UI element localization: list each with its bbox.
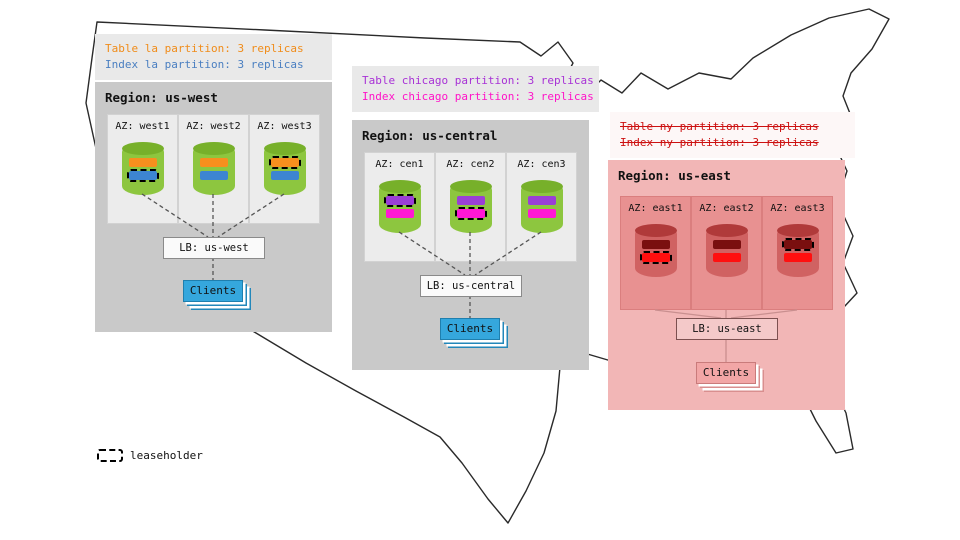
az-label: AZ: cen3 [517, 159, 566, 170]
clients-box-us-east: Clients [696, 362, 756, 384]
clients-box-us-west: Clients [183, 280, 243, 302]
annotation-us-west: Table la partition: 3 replicas Index la … [95, 34, 332, 80]
az-west1: AZ: west1 [107, 114, 178, 224]
index-replica-bar [385, 209, 414, 218]
database-cylinder-icon [705, 224, 748, 277]
annotation-table-chicago: Table chicago partition: 3 replicas [362, 74, 594, 87]
database-cylinder-icon [378, 180, 421, 233]
table-replica-bar [527, 196, 556, 205]
index-replica-bar [126, 169, 159, 182]
database-cylinder-icon [263, 142, 306, 195]
database-cylinder-icon [449, 180, 492, 233]
az-label: AZ: cen1 [375, 159, 424, 170]
az-west2: AZ: west2 [178, 114, 249, 224]
table-replica-bar [128, 158, 157, 167]
table-replica-bar [456, 196, 485, 205]
leaseholder-swatch-icon [97, 449, 123, 462]
table-replica-bar [712, 240, 741, 249]
az-row-us-central: AZ: cen1 AZ: cen2 AZ: cen3 [364, 152, 577, 262]
region-us-east: Region: us-east AZ: east1 AZ: east2 AZ: … [608, 160, 845, 410]
region-title-us-central: Region: us-central [362, 128, 498, 143]
region-title-us-west: Region: us-west [105, 90, 218, 105]
az-label: AZ: cen2 [446, 159, 495, 170]
index-replica-bar [454, 207, 487, 220]
az-label: AZ: east2 [699, 203, 754, 214]
table-replica-bar [781, 238, 814, 251]
region-us-west: Region: us-west AZ: west1 AZ: west2 AZ: … [95, 82, 332, 332]
annotation-table-ny: Table ny partition: 3 replicas [620, 120, 819, 133]
az-label: AZ: east1 [628, 203, 683, 214]
region-title-us-east: Region: us-east [618, 168, 731, 183]
az-east2: AZ: east2 [691, 196, 762, 310]
annotation-index-la: Index la partition: 3 replicas [105, 58, 304, 71]
az-label: AZ: west1 [115, 121, 170, 132]
index-replica-bar [783, 253, 812, 262]
legend: leaseholder [97, 449, 203, 462]
load-balancer-us-east: LB: us-east [676, 318, 778, 340]
az-east1: AZ: east1 [620, 196, 691, 310]
load-balancer-us-west: LB: us-west [163, 237, 265, 259]
index-replica-bar [712, 253, 741, 262]
az-cen2: AZ: cen2 [435, 152, 506, 262]
az-label: AZ: east3 [770, 203, 825, 214]
legend-label: leaseholder [130, 449, 203, 462]
load-balancer-us-central: LB: us-central [420, 275, 522, 297]
database-cylinder-icon [520, 180, 563, 233]
table-replica-bar [641, 240, 670, 249]
table-replica-bar [268, 156, 301, 169]
az-row-us-west: AZ: west1 AZ: west2 AZ: west3 [107, 114, 320, 224]
database-cylinder-icon [634, 224, 677, 277]
table-replica-bar [199, 158, 228, 167]
region-us-central: Region: us-central AZ: cen1 AZ: cen2 AZ:… [352, 120, 589, 370]
az-label: AZ: west3 [257, 121, 312, 132]
az-row-us-east: AZ: east1 AZ: east2 AZ: east3 [620, 196, 833, 310]
annotation-index-chicago: Index chicago partition: 3 replicas [362, 90, 594, 103]
annotation-table-la: Table la partition: 3 replicas [105, 42, 304, 55]
database-cylinder-icon [776, 224, 819, 277]
index-replica-bar [639, 251, 672, 264]
az-east3: AZ: east3 [762, 196, 833, 310]
annotation-us-east: Table ny partition: 3 replicas Index ny … [610, 112, 855, 158]
index-replica-bar [270, 171, 299, 180]
database-cylinder-icon [192, 142, 235, 195]
clients-box-us-central: Clients [440, 318, 500, 340]
az-west3: AZ: west3 [249, 114, 320, 224]
annotation-index-ny: Index ny partition: 3 replicas [620, 136, 819, 149]
az-label: AZ: west2 [186, 121, 241, 132]
database-cylinder-icon [121, 142, 164, 195]
table-replica-bar [383, 194, 416, 207]
annotation-us-central: Table chicago partition: 3 replicas Inde… [352, 66, 599, 112]
index-replica-bar [199, 171, 228, 180]
az-cen3: AZ: cen3 [506, 152, 577, 262]
az-cen1: AZ: cen1 [364, 152, 435, 262]
index-replica-bar [527, 209, 556, 218]
